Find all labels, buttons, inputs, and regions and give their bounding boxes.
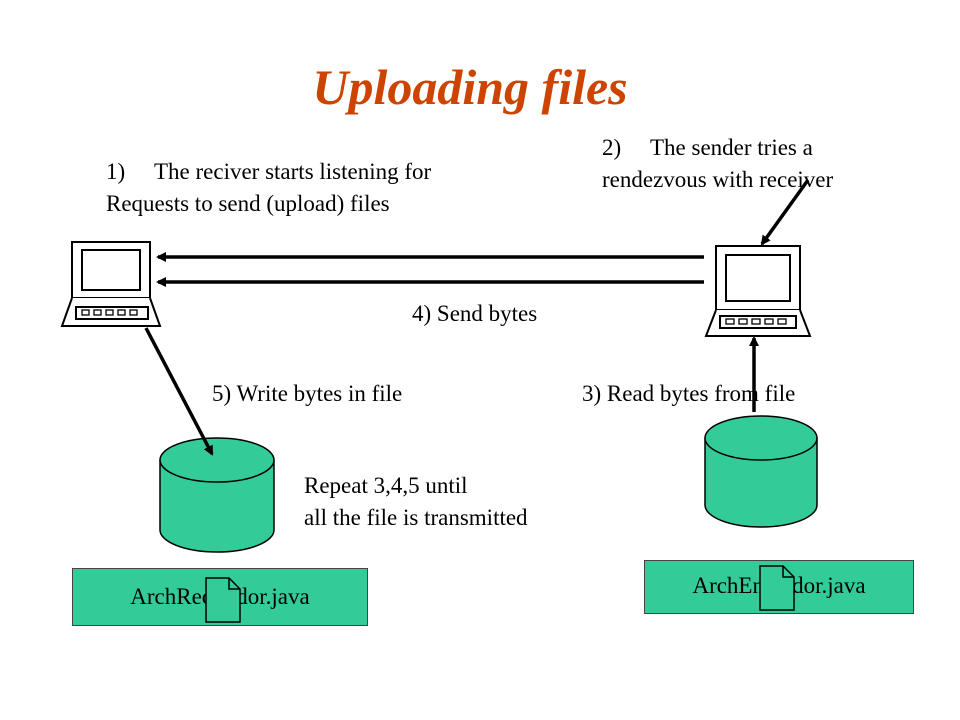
step-1-number: 1)	[106, 159, 126, 184]
step-1-line1: The reciver starts listening for	[154, 159, 432, 184]
step-5-label: 5) Write bytes in file	[212, 381, 403, 406]
step-2-text: 2) The sender tries a rendezvous with rec…	[602, 132, 833, 196]
step-2-line2: rendezvous with receiver	[602, 167, 834, 192]
step-1-line2: Requests to send (upload) files	[106, 191, 390, 216]
sender-computer-icon	[704, 245, 812, 337]
receiver-document-icon	[205, 577, 241, 623]
write-bytes-arrow	[144, 327, 214, 456]
sender-file-label: ArchEnviador.java	[644, 560, 914, 614]
sender-document-icon	[759, 565, 795, 611]
receiver-database-icon	[159, 437, 275, 553]
repeat-line1: Repeat 3,4,5 until	[304, 473, 468, 498]
receiver-file-label: ArchRecibidor.java	[72, 568, 368, 626]
page-title: Uploading files	[312, 59, 628, 115]
step-3-label: 3) Read bytes from file	[582, 381, 796, 406]
repeat-line2: all the file is transmitted	[304, 505, 528, 530]
step-2-number: 2)	[602, 135, 622, 160]
receiver-computer-icon	[60, 241, 162, 327]
sender-database-icon	[704, 415, 818, 528]
step-2-line1: The sender tries a	[650, 135, 813, 160]
rendezvous-arrow	[760, 178, 810, 246]
step-1-text: 1) The reciver starts listening for Reque…	[106, 156, 431, 220]
step-4-label: 4) Send bytes	[412, 301, 538, 326]
repeat-note: Repeat 3,4,5 until all the file is trans…	[304, 470, 528, 534]
